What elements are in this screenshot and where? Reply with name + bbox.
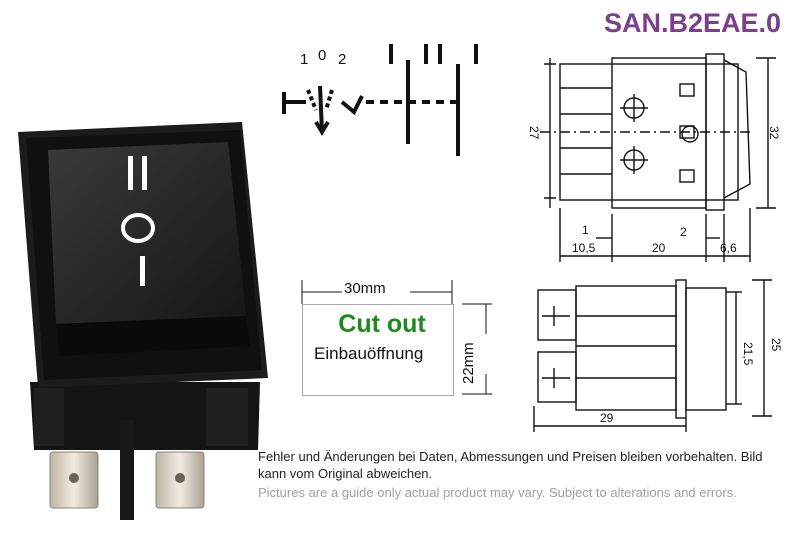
disclaimer-german: Fehler und Änderungen bei Daten, Abmessu…	[258, 449, 763, 481]
position-label-0: 0	[318, 47, 326, 64]
circuit-schematic: 1 0 2	[282, 44, 478, 156]
dim-1: 1	[582, 223, 589, 237]
switch-markings	[121, 156, 155, 286]
dim-height-outer: 32	[767, 126, 781, 140]
cutout-dimension-lines	[301, 280, 492, 395]
dim-10-5: 10,5	[572, 241, 596, 255]
dim-20: 20	[652, 241, 666, 255]
dim-height-inner: 27	[527, 126, 541, 140]
terminal-pins	[49, 451, 205, 509]
cutout-title: Cut out	[338, 310, 426, 338]
cutout-subtitle: Einbauöffnung	[314, 344, 424, 363]
dim-29: 29	[600, 411, 614, 425]
product-code: SAN.B2EAE.0	[604, 8, 782, 38]
position-label-2: 2	[338, 51, 346, 68]
dim-6-6: 6,6	[720, 241, 737, 255]
position-label-1: 1	[300, 51, 308, 68]
cutout-width: 30mm	[344, 280, 386, 297]
dim-2: 2	[680, 225, 687, 239]
switch-photo	[18, 122, 268, 520]
dim-21-5: 21,5	[741, 342, 755, 366]
cutout-height: 22mm	[460, 342, 477, 384]
cutout-rectangle	[302, 304, 454, 396]
dim-25: 25	[769, 338, 783, 352]
bottom-view-drawing: 21,5 25 29	[533, 279, 783, 432]
disclaimer-english: Pictures are a guide only actual product…	[258, 485, 737, 500]
side-view-drawing: 27 32 1 2 10,5 20 6,6	[527, 53, 781, 262]
cutout-diagram: 30mm Cut out Einbauöffnung 22mm	[292, 270, 492, 430]
